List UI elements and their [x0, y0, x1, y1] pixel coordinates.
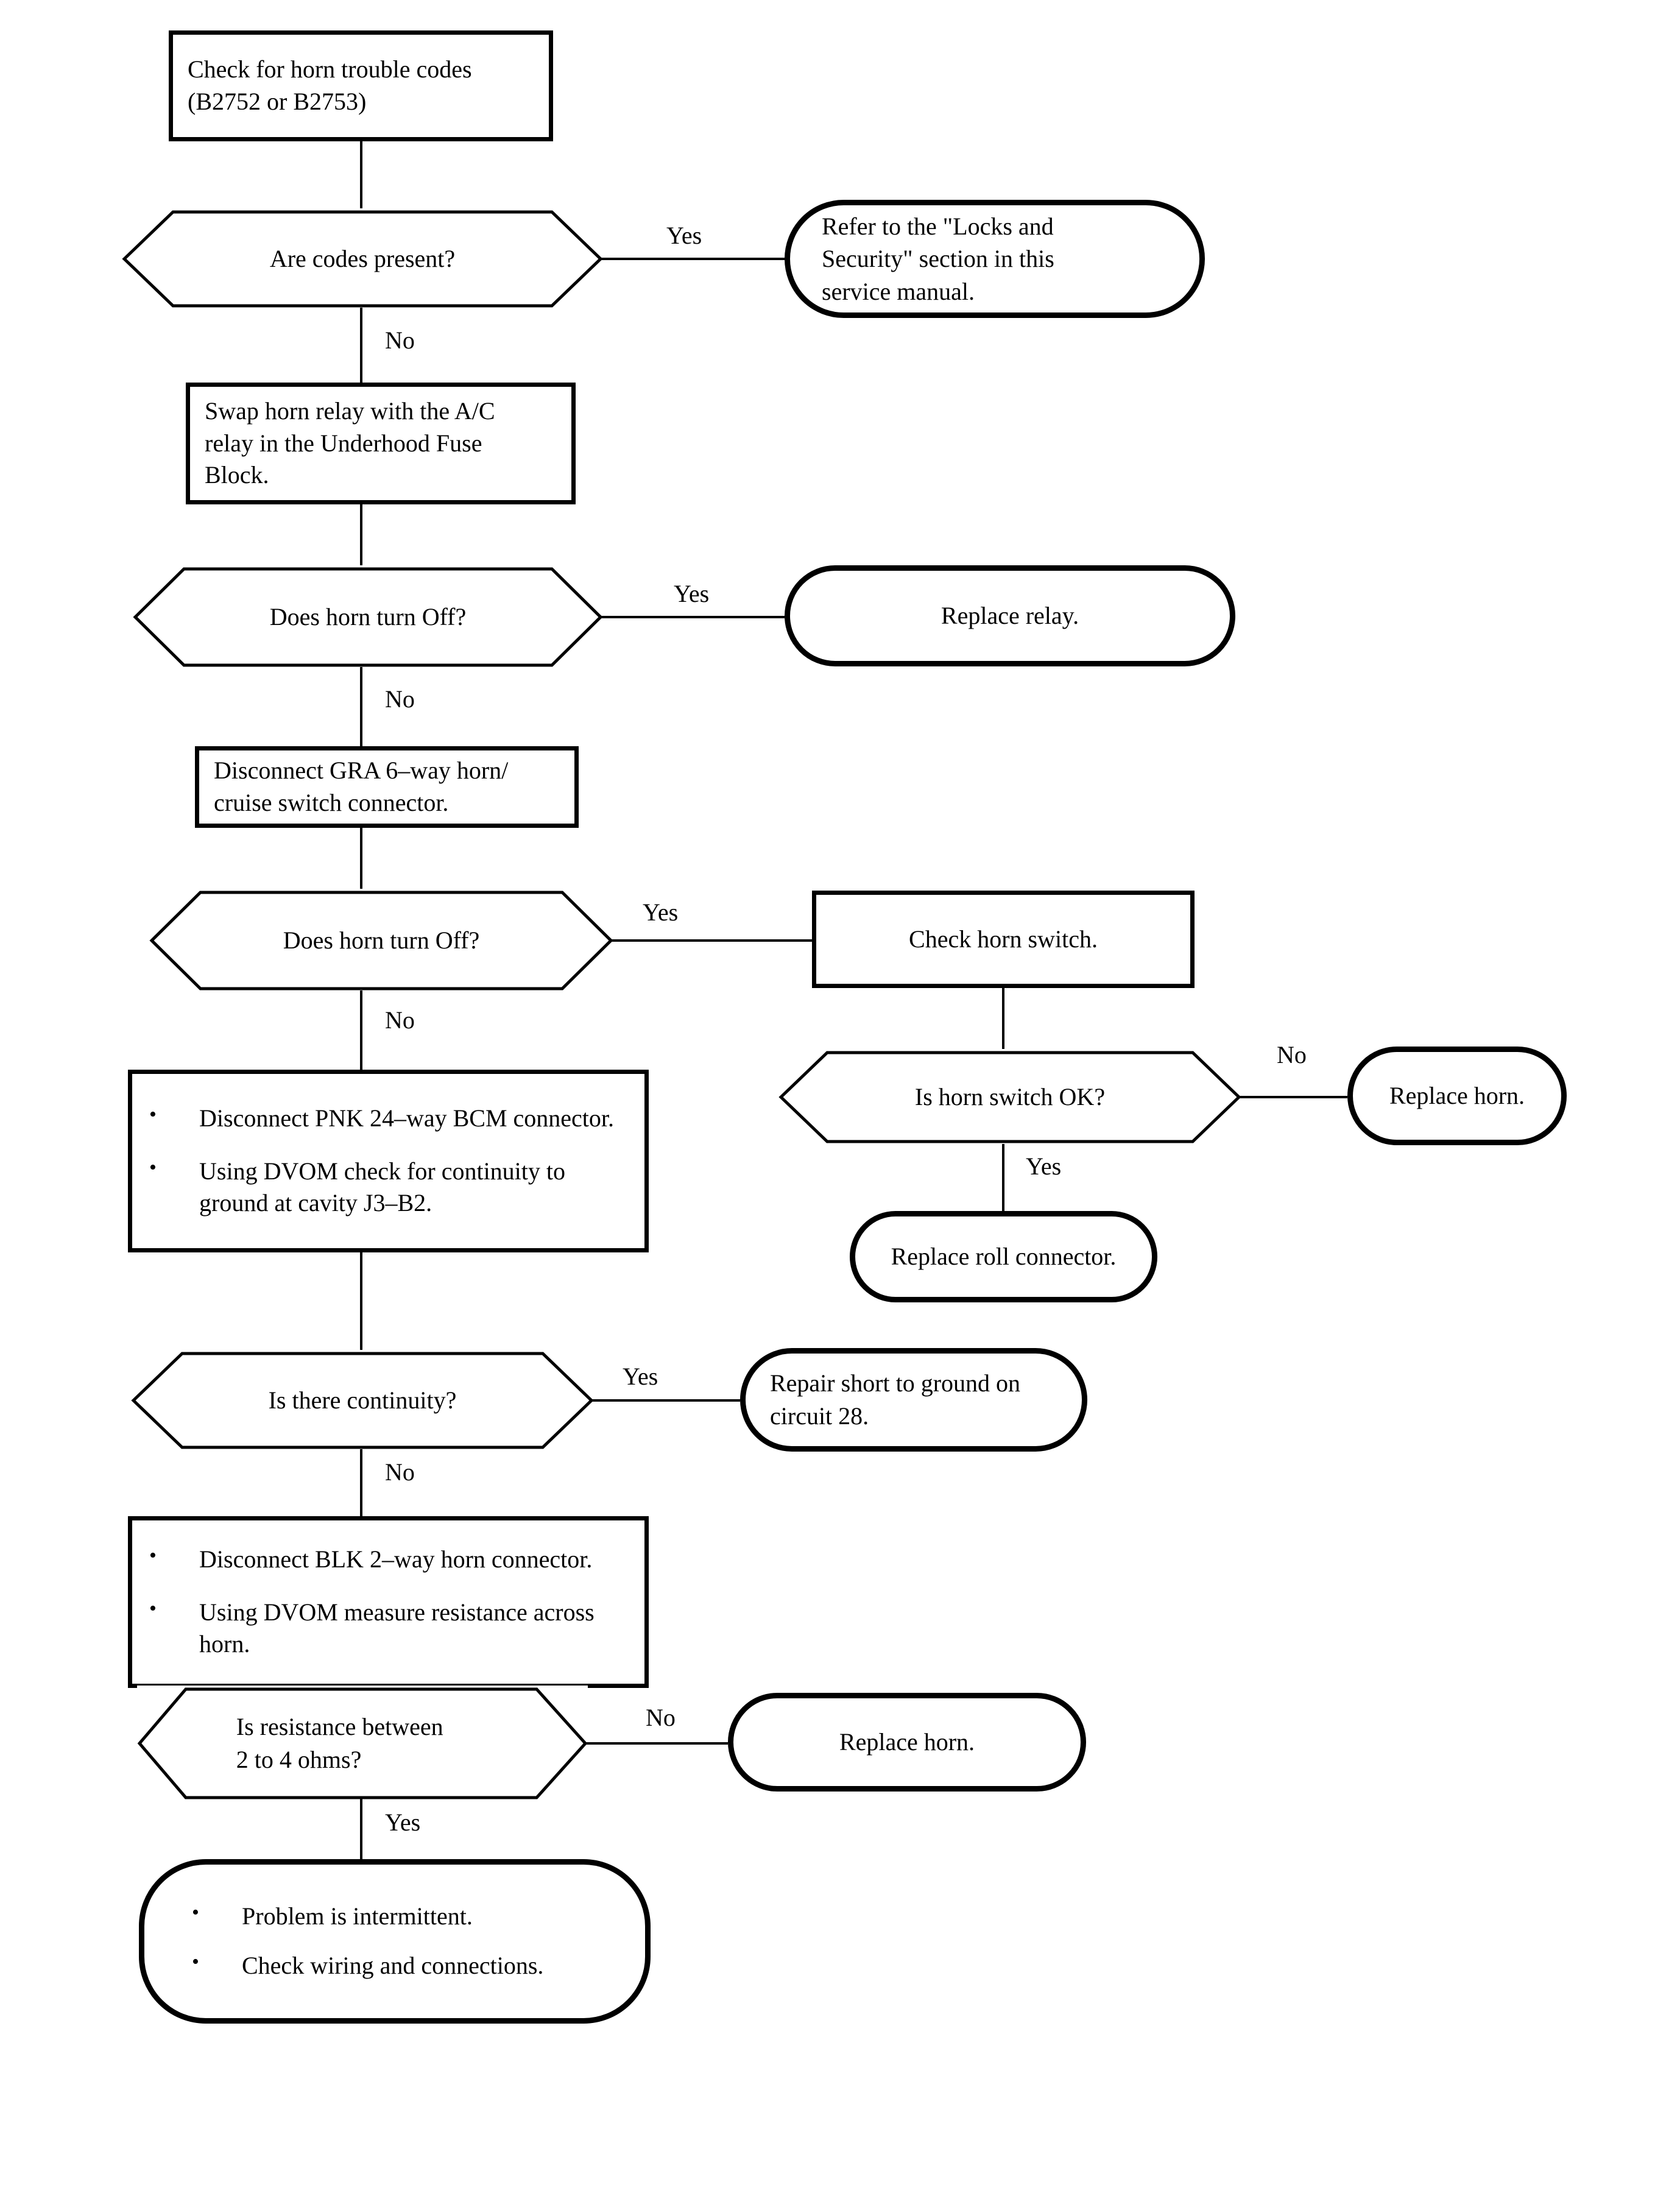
node-replace-horn-switch-branch-text: Replace horn. [1389, 1082, 1525, 1110]
edge-switch-ok-no [1239, 1096, 1347, 1098]
edge-bcm-to-question [360, 1252, 362, 1350]
node-blk-resistance-text: Disconnect BLK 2–way horn connector. Usi… [132, 1542, 644, 1661]
bullet-list: Disconnect PNK 24–way BCM connector. Usi… [138, 1101, 638, 1220]
edge-continuity-no [360, 1449, 362, 1516]
node-repair-short-to-ground-text: Repair short to ground on circuit 28. [770, 1369, 1021, 1430]
edge-horn-off-2-no [360, 990, 362, 1070]
edge-codes-to-question [360, 141, 362, 208]
node-replace-roll-connector-text: Replace roll connector. [891, 1243, 1117, 1271]
edge-switch-ok-yes [1002, 1144, 1004, 1211]
bullet-list: Problem is intermittent. Check wiring an… [181, 1899, 609, 1982]
node-disconnect-gra: Disconnect GRA 6–way horn/ cruise switch… [195, 746, 579, 828]
node-replace-horn-resistance-branch-text: Replace horn. [839, 1728, 975, 1756]
node-refer-locks-security-text: Refer to the "Locks and Security" sectio… [822, 212, 1054, 305]
edge-codes-yes [601, 258, 787, 260]
node-does-horn-turn-off-1-text: Does horn turn Off? [269, 603, 467, 630]
node-swap-horn-relay: Swap horn relay with the A/C relay in th… [186, 383, 576, 504]
edge-label-horn-off-1-yes: Yes [674, 580, 710, 607]
list-item: Problem is intermittent. [181, 1899, 609, 1933]
edge-horn-off-2-yes [611, 939, 812, 942]
node-disconnect-gra-text: Disconnect GRA 6–way horn/ cruise switch… [214, 757, 509, 816]
node-is-horn-switch-ok: Is horn switch OK? [778, 1049, 1241, 1145]
edge-label-switch-ok-no: No [1277, 1041, 1307, 1068]
node-check-trouble-codes-text: Check for horn trouble codes (B2752 or B… [188, 55, 472, 115]
node-does-horn-turn-off-1: Does horn turn Off? [133, 565, 603, 669]
edge-resistance-yes [360, 1799, 362, 1876]
edge-label-horn-off-2-yes: Yes [643, 898, 679, 926]
node-repair-short-to-ground: Repair short to ground on circuit 28. [740, 1348, 1087, 1452]
list-item: Disconnect BLK 2–way horn connector. [138, 1542, 638, 1576]
node-problem-intermittent-text: Problem is intermittent. Check wiring an… [144, 1899, 645, 1982]
edge-label-horn-off-1-no: No [385, 685, 415, 713]
node-are-codes-present: Are codes present? [122, 208, 603, 309]
edge-label-continuity-yes: Yes [623, 1363, 658, 1390]
edge-check-switch-to-question [1002, 988, 1004, 1049]
node-is-horn-switch-ok-text: Is horn switch OK? [914, 1083, 1106, 1110]
node-does-horn-turn-off-2-text: Does horn turn Off? [283, 927, 480, 954]
list-item: Check wiring and connections. [181, 1949, 609, 1982]
node-is-there-continuity-text: Is there continuity? [268, 1386, 457, 1414]
edge-continuity-yes [591, 1399, 740, 1402]
edge-label-codes-no: No [385, 327, 415, 354]
node-check-horn-switch-text: Check horn switch. [909, 925, 1098, 953]
edge-swap-to-question [360, 504, 362, 565]
list-item: Disconnect PNK 24–way BCM connector. [138, 1101, 638, 1135]
edge-label-horn-off-2-no: No [385, 1006, 415, 1034]
node-is-resistance-in-range: Is resistance between 2 to 4 ohms? [137, 1686, 588, 1801]
edge-label-switch-ok-yes: Yes [1026, 1153, 1062, 1180]
node-replace-roll-connector: Replace roll connector. [850, 1211, 1157, 1302]
edge-horn-off-1-yes [601, 616, 785, 618]
bullet-list: Disconnect BLK 2–way horn connector. Usi… [138, 1542, 638, 1661]
edge-resistance-no [585, 1742, 728, 1745]
list-item: Using DVOM measure resistance across hor… [138, 1595, 638, 1661]
edge-label-resistance-yes: Yes [385, 1809, 421, 1836]
node-problem-intermittent: Problem is intermittent. Check wiring an… [139, 1859, 651, 2024]
node-swap-horn-relay-text: Swap horn relay with the A/C relay in th… [205, 397, 495, 489]
node-refer-locks-security: Refer to the "Locks and Security" sectio… [785, 200, 1205, 318]
node-is-resistance-in-range-text: Is resistance between 2 to 4 ohms? [236, 1713, 443, 1773]
node-check-horn-switch: Check horn switch. [812, 891, 1195, 988]
edge-codes-no [360, 308, 362, 383]
edge-label-continuity-no: No [385, 1458, 415, 1486]
node-bcm-continuity-text: Disconnect PNK 24–way BCM connector. Usi… [132, 1101, 644, 1220]
node-replace-horn-resistance-branch: Replace horn. [728, 1693, 1086, 1792]
node-replace-relay: Replace relay. [785, 565, 1235, 666]
node-replace-relay-text: Replace relay. [941, 602, 1079, 630]
node-blk-resistance: Disconnect BLK 2–way horn connector. Usi… [128, 1516, 649, 1688]
list-item: Using DVOM check for continuity to groun… [138, 1154, 638, 1220]
node-are-codes-present-text: Are codes present? [269, 245, 456, 272]
edge-horn-off-1-no [360, 667, 362, 746]
node-bcm-continuity: Disconnect PNK 24–way BCM connector. Usi… [128, 1070, 649, 1252]
node-does-horn-turn-off-2: Does horn turn Off? [149, 889, 613, 992]
node-replace-horn-switch-branch: Replace horn. [1347, 1047, 1567, 1145]
node-is-there-continuity: Is there continuity? [131, 1350, 594, 1451]
edge-label-resistance-no: No [646, 1704, 676, 1731]
edge-gra-to-question [360, 828, 362, 889]
node-check-trouble-codes: Check for horn trouble codes (B2752 or B… [169, 30, 553, 141]
edge-label-codes-yes: Yes [666, 222, 702, 249]
